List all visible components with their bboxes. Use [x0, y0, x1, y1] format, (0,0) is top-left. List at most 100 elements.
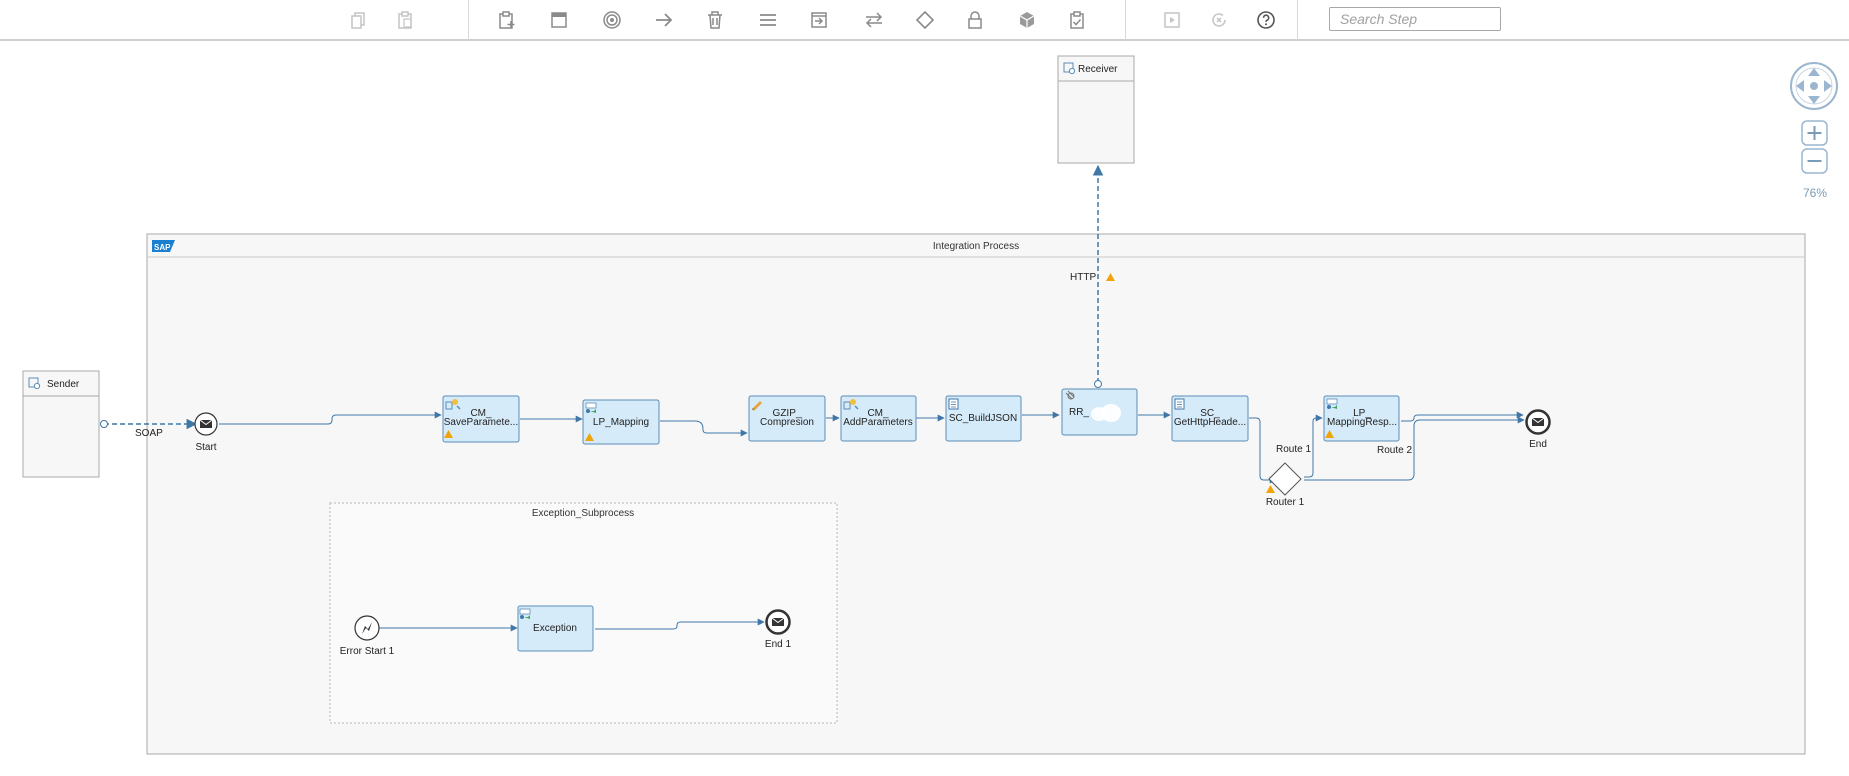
content-modifier-icon	[843, 399, 859, 410]
add-step-button[interactable]	[494, 8, 520, 32]
help-icon	[1257, 11, 1275, 29]
route-1-label[interactable]: Route 1	[1276, 444, 1311, 455]
step-sc-get-http-headers[interactable]: SC_ GetHttpHeade...	[1171, 395, 1249, 442]
step-label: SC_BuildJSON	[949, 413, 1017, 424]
script-icon	[1174, 398, 1185, 410]
window-icon	[551, 12, 567, 28]
help-button[interactable]	[1253, 8, 1279, 32]
integration-process-title: Integration Process	[933, 241, 1019, 252]
step-label: Compresion	[760, 417, 814, 428]
swap-arrows-icon	[865, 12, 883, 28]
router-label: Router 1	[1266, 497, 1305, 508]
error-start-event[interactable]: Error Start 1	[340, 615, 395, 657]
clear-button[interactable]	[1206, 8, 1232, 32]
start-event-label: Start	[195, 442, 216, 453]
gateway-button[interactable]	[912, 8, 938, 32]
pan-arrows-icon	[1790, 62, 1838, 110]
step-label: AddParameters	[843, 417, 912, 428]
minus-icon	[1801, 148, 1828, 174]
arrow-right-icon	[656, 13, 673, 27]
package-button[interactable]	[1014, 8, 1040, 32]
request-reply-icon	[1065, 390, 1075, 400]
svg-text:SAP: SAP	[154, 243, 171, 252]
cube-icon	[1019, 12, 1035, 28]
zoom-in-button[interactable]	[1801, 120, 1828, 146]
import-button[interactable]	[806, 8, 832, 32]
end-1-event[interactable]: End 1	[765, 609, 792, 651]
step-label: CM_	[470, 408, 492, 419]
receiver-label: Receiver	[1078, 64, 1118, 75]
search-step-input[interactable]	[1329, 7, 1501, 31]
step-rr-request-reply[interactable]: RR_	[1061, 388, 1138, 436]
participant-icon	[1063, 62, 1076, 75]
step-label: SaveParamete...	[444, 417, 518, 428]
mapping-icon	[519, 608, 531, 619]
step-label: LP_Mapping	[593, 417, 649, 428]
copy-button[interactable]	[345, 8, 371, 32]
end-1-label: End 1	[765, 639, 792, 650]
soap-channel-label: SOAP	[135, 428, 163, 439]
end-event[interactable]: End	[1525, 409, 1551, 451]
pan-control[interactable]	[1789, 61, 1839, 111]
toolbar	[0, 0, 1849, 41]
step-label: SC_	[1200, 408, 1220, 419]
play-icon	[1164, 12, 1180, 28]
step-lp-mapping[interactable]: LP_Mapping	[582, 399, 660, 445]
redaction-blur	[1091, 404, 1121, 422]
error-start-label: Error Start 1	[340, 646, 395, 657]
step-label: GZIP_	[773, 408, 802, 419]
sender-participant[interactable]: Sender	[22, 370, 100, 478]
connectors	[100, 164, 1525, 632]
warning-icon	[585, 433, 594, 441]
step-label: MappingResp...	[1327, 417, 1397, 428]
sender-label: Sender	[47, 379, 80, 390]
toolbar-separator	[468, 0, 469, 40]
zoom-out-button[interactable]	[1801, 148, 1828, 174]
paste-icon	[398, 11, 412, 29]
envelope-icon	[1531, 417, 1545, 426]
checklist-button[interactable]	[1064, 8, 1090, 32]
start-event[interactable]: Start	[194, 412, 218, 453]
http-channel[interactable]: HTTP	[1070, 272, 1115, 283]
step-lp-mapping-response[interactable]: LP_ MappingResp...	[1323, 395, 1400, 442]
simulate-button[interactable]	[1159, 8, 1185, 32]
menu-button[interactable]	[755, 8, 781, 32]
toolbar-separator	[1297, 0, 1298, 40]
step-label: Exception	[533, 623, 577, 634]
window-button[interactable]	[546, 8, 572, 32]
step-cm-add-parameters[interactable]: CM_ AddParameters	[840, 395, 917, 442]
receiver-participant[interactable]: Receiver	[1057, 55, 1135, 164]
zoom-level: 76%	[1802, 186, 1828, 200]
step-label: CM_	[867, 408, 889, 419]
encoder-icon	[752, 401, 762, 411]
end-event-label: End	[1529, 439, 1547, 450]
http-channel-label: HTTP	[1070, 272, 1096, 283]
step-label: GetHttpHeade...	[1174, 417, 1246, 428]
step-exception[interactable]: Exception	[517, 605, 594, 652]
envelope-icon	[771, 617, 785, 626]
clipboard-add-icon	[499, 11, 515, 29]
connect-button[interactable]	[651, 8, 677, 32]
paste-button[interactable]	[392, 8, 418, 32]
target-button[interactable]	[599, 8, 625, 32]
step-gzip-compression[interactable]: GZIP_ Compresion	[748, 395, 826, 442]
script-icon	[948, 398, 959, 410]
warning-icon	[1106, 273, 1115, 281]
router-gateway[interactable]: Router 1	[1266, 462, 1305, 508]
target-icon	[603, 11, 621, 29]
route-2-label[interactable]: Route 2	[1377, 445, 1412, 456]
delete-button[interactable]	[702, 8, 728, 32]
participant-icon	[28, 377, 41, 390]
mapping-icon	[585, 402, 597, 413]
clear-icon	[1212, 13, 1226, 27]
step-sc-build-json[interactable]: SC_BuildJSON	[945, 395, 1022, 442]
warning-icon	[444, 430, 453, 438]
lock-icon	[968, 11, 982, 29]
content-modifier-icon	[445, 399, 461, 410]
swap-button[interactable]	[861, 8, 887, 32]
lock-button[interactable]	[962, 8, 988, 32]
warning-icon	[1266, 485, 1275, 493]
clipboard-check-icon	[1070, 11, 1084, 29]
step-cm-save-parameters[interactable]: CM_ SaveParamete...	[442, 395, 520, 443]
